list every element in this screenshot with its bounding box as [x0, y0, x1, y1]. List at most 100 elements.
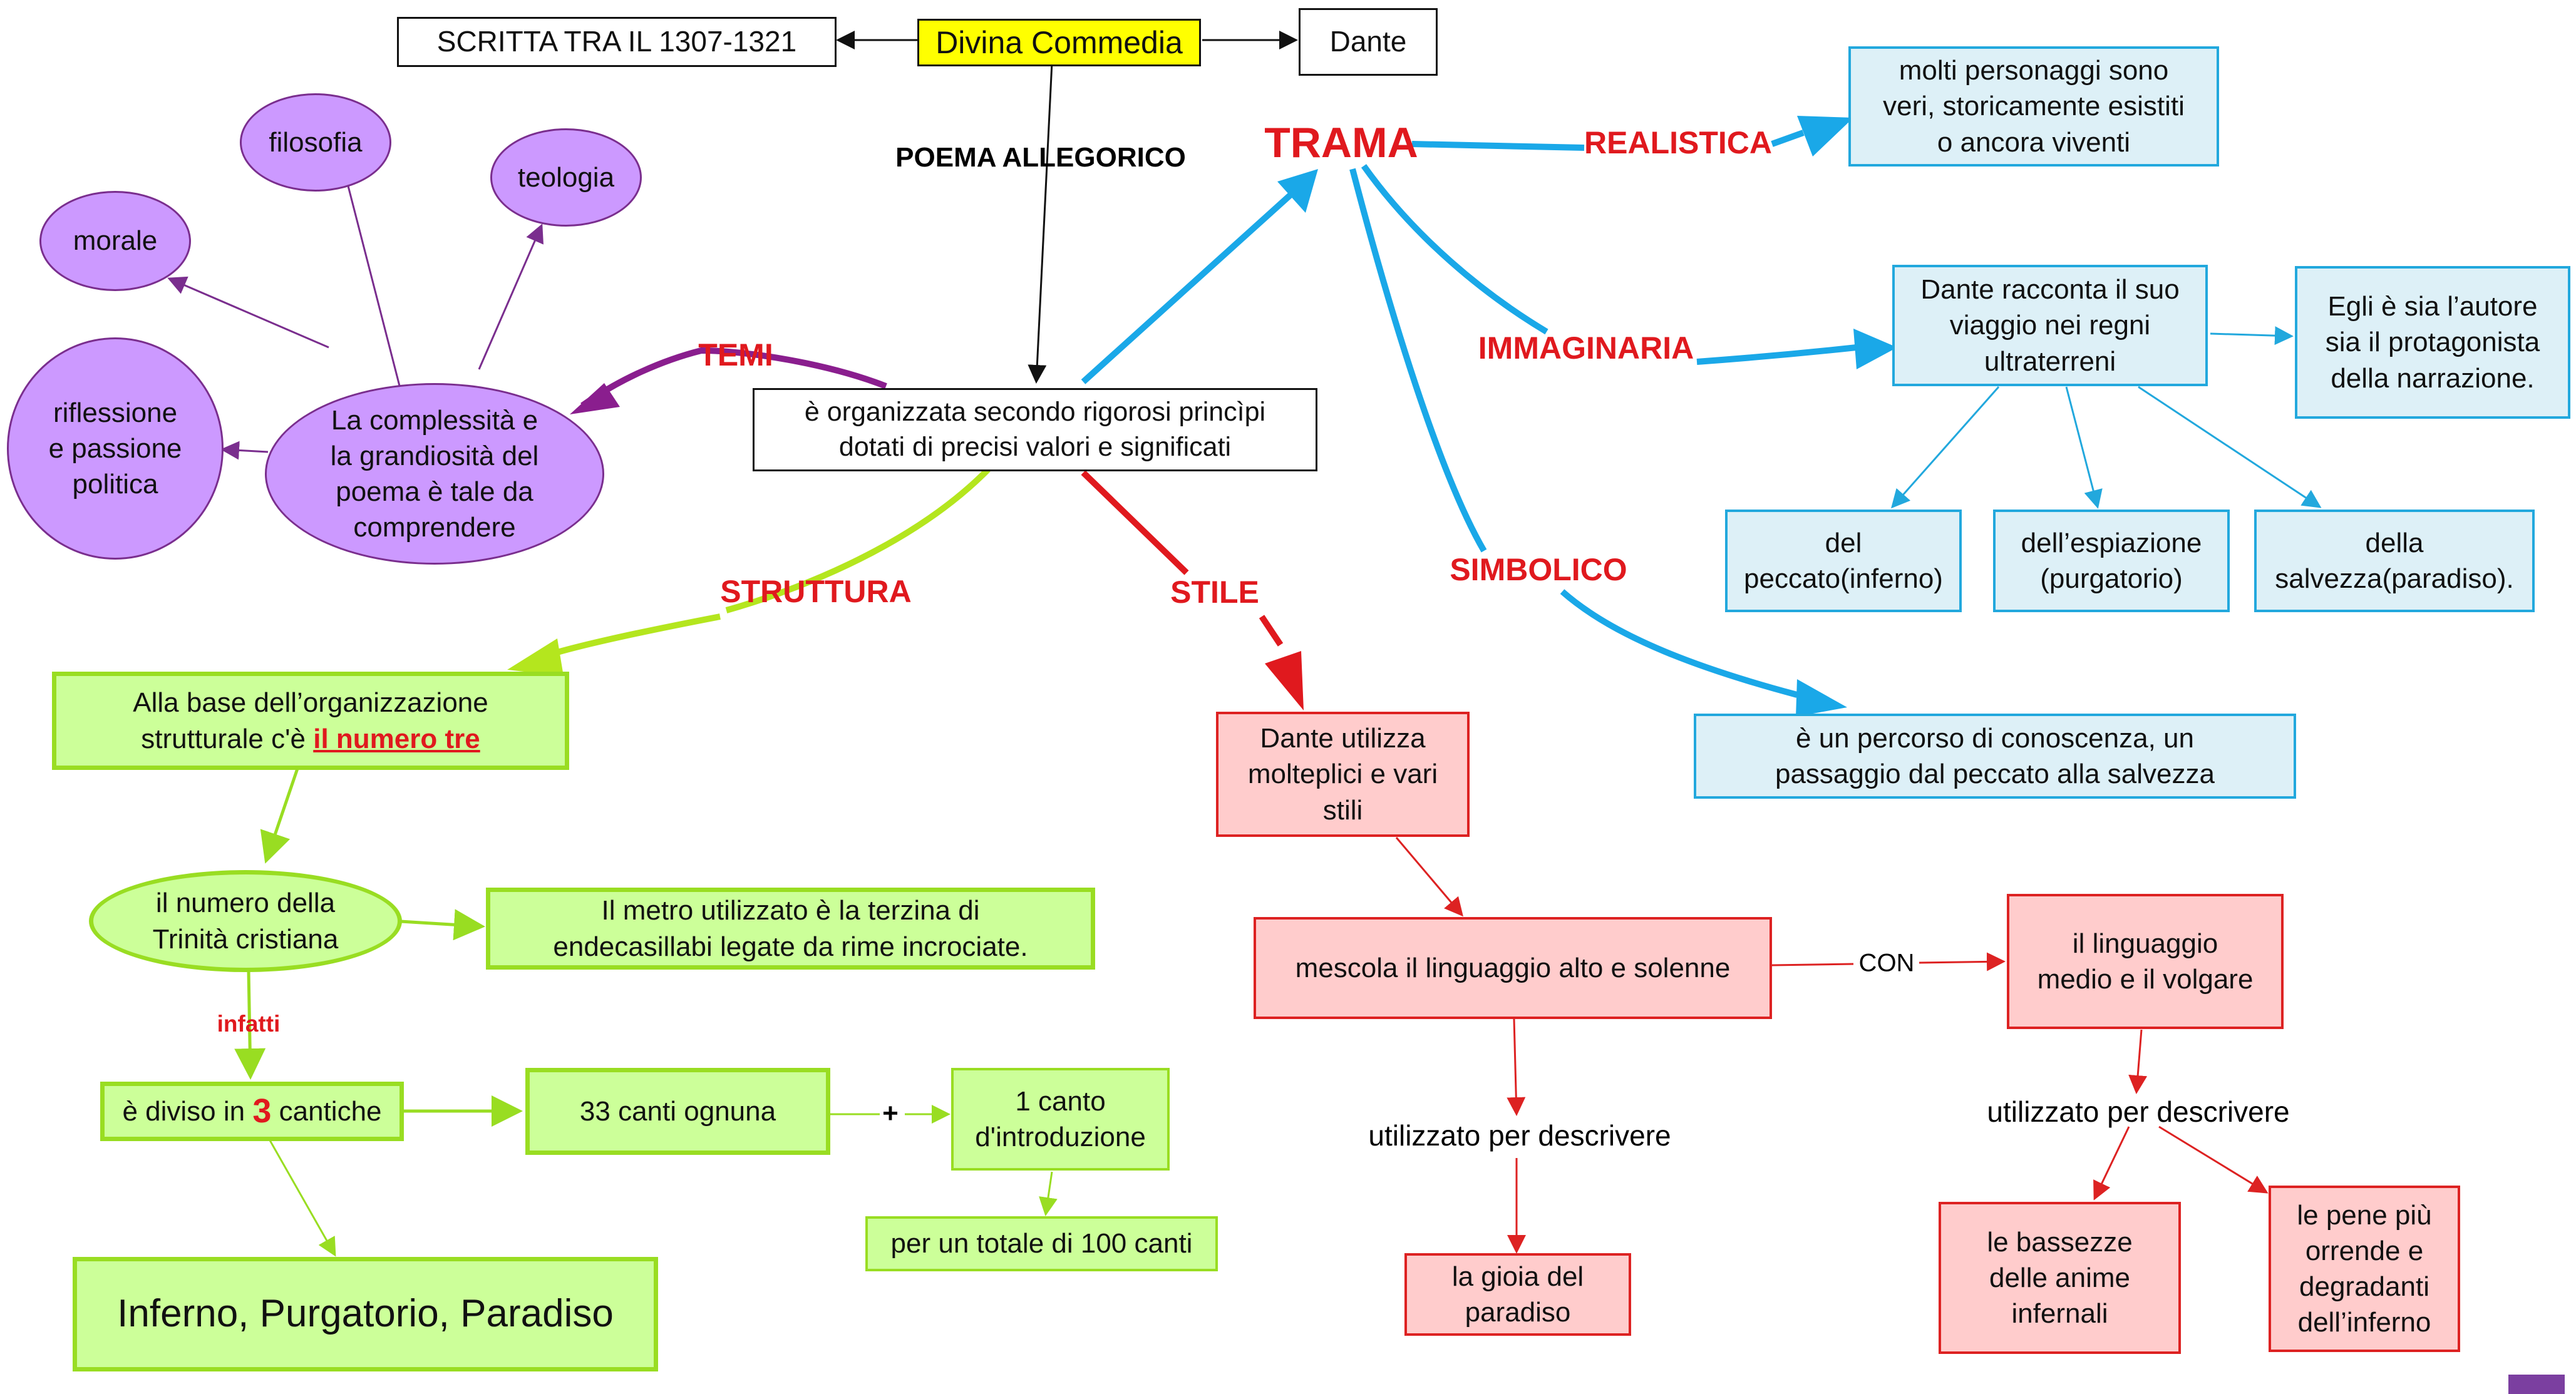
- label-utilizzato-1: utilizzato per descrivere: [1368, 1119, 1671, 1152]
- gioia-line2: paradiso: [1465, 1297, 1571, 1328]
- node-medio-volgare: il linguaggio medio e il volgare: [2007, 894, 2284, 1029]
- realistica-line3: o ancora viventi: [1937, 126, 2131, 158]
- struttura-arrowhead: [507, 638, 564, 676]
- edge-temi-morale: [167, 276, 329, 349]
- node-morale: morale: [39, 191, 191, 291]
- edge-utilizza-mescola: [1395, 837, 1463, 917]
- realistica-line2: veri, storicamente esistiti: [1883, 91, 2185, 122]
- center-line2: dotati di precisi valori e significati: [838, 431, 1232, 462]
- edge-divina-center: [1028, 62, 1053, 384]
- label-infatti: infatti: [217, 1011, 281, 1037]
- node-temi-main: La complessità e la grandiosità del poem…: [265, 383, 604, 565]
- node-utilizza: Dante utilizza molteplici e vari stili: [1216, 712, 1470, 837]
- label-utilizzato-2: utilizzato per descrivere: [1987, 1095, 2290, 1128]
- edge-trama-simbolico: [1349, 168, 1487, 553]
- node-teologia: teologia: [490, 128, 642, 227]
- label-temi: TEMI: [698, 337, 773, 372]
- diviso-number: 3: [252, 1092, 272, 1130]
- diviso-text-b: cantiche: [271, 1095, 382, 1127]
- node-filosofia: filosofia: [240, 93, 391, 192]
- node-pene: le pene più orrende e degradanti dell’in…: [2269, 1186, 2460, 1352]
- temi-main-line1: La complessità e: [331, 404, 538, 436]
- edge-center-struttura: [725, 467, 991, 613]
- riflessione-line2: e passione: [48, 433, 182, 464]
- corner-badge-icon: [2508, 1375, 2565, 1394]
- node-divina-commedia: Divina Commedia: [917, 19, 1201, 66]
- utilizza-line1: Dante utilizza: [1260, 723, 1426, 754]
- gioia-line1: la gioia del: [1451, 1261, 1584, 1292]
- pene-line2: orrende e: [2305, 1235, 2424, 1266]
- node-base: Alla base dell’organizzazione struttural…: [52, 672, 569, 770]
- edge-con-medio: [1919, 952, 2006, 971]
- node-salvezza: della salvezza(paradiso).: [2254, 510, 2535, 612]
- label-simbolico: SIMBOLICO: [1450, 552, 1627, 587]
- edge-immaginaria-peccato: [1891, 386, 2000, 509]
- utilizza-line3: stili: [1322, 794, 1363, 826]
- edge-mescola-utilizzato: [1507, 1018, 1526, 1116]
- node-canto1: 1 canto d'introduzione: [951, 1068, 1170, 1171]
- node-diviso: è diviso in 3 cantiche: [100, 1082, 404, 1141]
- utilizza-line2: molteplici e vari: [1247, 759, 1438, 790]
- salvezza-line2: salvezza(paradiso).: [2275, 563, 2514, 594]
- edge-trama-realistica: [1411, 141, 1585, 151]
- medio-line1: il linguaggio: [2072, 928, 2218, 959]
- pene-line4: dell’inferno: [2297, 1307, 2431, 1338]
- temi-main-line4: comprendere: [353, 512, 516, 543]
- edge-center-temi: [580, 347, 887, 409]
- edge-immaginaria-autore: [2210, 326, 2294, 346]
- edge-mescola-con: [1771, 963, 1854, 966]
- diviso-text-a: è diviso in: [122, 1095, 253, 1127]
- node-center: è organizzata secondo rigorosi princìpi …: [753, 388, 1317, 471]
- base-numero-tre: il numero tre: [313, 723, 480, 754]
- metro-line1: Il metro utilizzato è la terzina di: [601, 895, 980, 926]
- edge-diviso-cantiche: [268, 1139, 336, 1257]
- autore-line3: della narrazione.: [2331, 362, 2535, 394]
- node-numero-trinita: il numero della Trinità cristiana: [89, 870, 402, 972]
- temi-main-line3: poema è tale da: [336, 476, 533, 507]
- peccato-line2: peccato(inferno): [1744, 563, 1943, 594]
- pene-line3: degradanti: [2299, 1271, 2429, 1302]
- label-plus: +: [882, 1098, 899, 1129]
- realistica-arrowhead: [1797, 116, 1853, 156]
- edge-medio-utilizzato: [2128, 1029, 2148, 1094]
- stile-arrowhead: [1265, 651, 1304, 710]
- trama-arrowhead: [1277, 169, 1318, 213]
- realistica-line1: molti personaggi sono: [1899, 55, 2169, 86]
- base-line2-text: strutturale c'è: [141, 723, 314, 754]
- edge-immaginaria-salvezza: [2138, 386, 2322, 508]
- numero-line2: Trinità cristiana: [152, 923, 339, 955]
- edge-temi-filosofia: [333, 145, 402, 391]
- label-immaginaria: IMMAGINARIA: [1478, 331, 1694, 366]
- bassezze-line2: delle anime: [1989, 1262, 2131, 1293]
- canto1-line1: 1 canto: [1015, 1085, 1106, 1117]
- edge-immaginaria-espiazione: [2065, 386, 2103, 509]
- metro-line2: endecasillabi legate da rime incrociate.: [553, 931, 1028, 962]
- edge-base-numero: [260, 768, 299, 864]
- salvezza-line1: della: [2365, 527, 2424, 558]
- immaginaria-arrowhead: [1853, 329, 1897, 369]
- label-stile: STILE: [1170, 575, 1259, 610]
- immaginaria-line3: ultraterreni: [1984, 346, 2116, 377]
- node-autore-box: Egli è sia l’autore sia il protagonista …: [2295, 266, 2570, 419]
- immaginaria-line1: Dante racconta il suo: [1920, 274, 2180, 305]
- node-dante: Dante: [1299, 8, 1438, 76]
- base-line2: strutturale c'è il numero tre: [141, 721, 480, 757]
- bassezze-line1: le bassezze: [1987, 1226, 2133, 1258]
- label-trama: TRAMA: [1264, 119, 1418, 167]
- edge-canto1-totale: [1039, 1171, 1058, 1216]
- center-line1: è organizzata secondo rigorosi princìpi: [804, 396, 1266, 427]
- node-cantiche: Inferno, Purgatorio, Paradiso: [73, 1257, 658, 1371]
- edge-temi-riflessione: [220, 441, 269, 460]
- autore-line1: Egli è sia l’autore: [2327, 291, 2538, 322]
- node-gioia: la gioia del paradiso: [1404, 1253, 1631, 1336]
- label-con: CON: [1858, 949, 1915, 977]
- edge-temi-teologia: [478, 223, 544, 370]
- node-canti33: 33 canti ognuna: [525, 1068, 830, 1155]
- edge-trama-immaginaria: [1361, 164, 1548, 335]
- numero-line1: il numero della: [155, 888, 336, 919]
- temi-main-line2: la grandiosità del: [330, 440, 539, 471]
- node-riflessione: riflessione e passione politica: [7, 337, 224, 560]
- node-bassezze: le bassezze delle anime infernali: [1939, 1202, 2181, 1354]
- node-immaginaria-box: Dante racconta il suo viaggio nei regni …: [1892, 265, 2208, 386]
